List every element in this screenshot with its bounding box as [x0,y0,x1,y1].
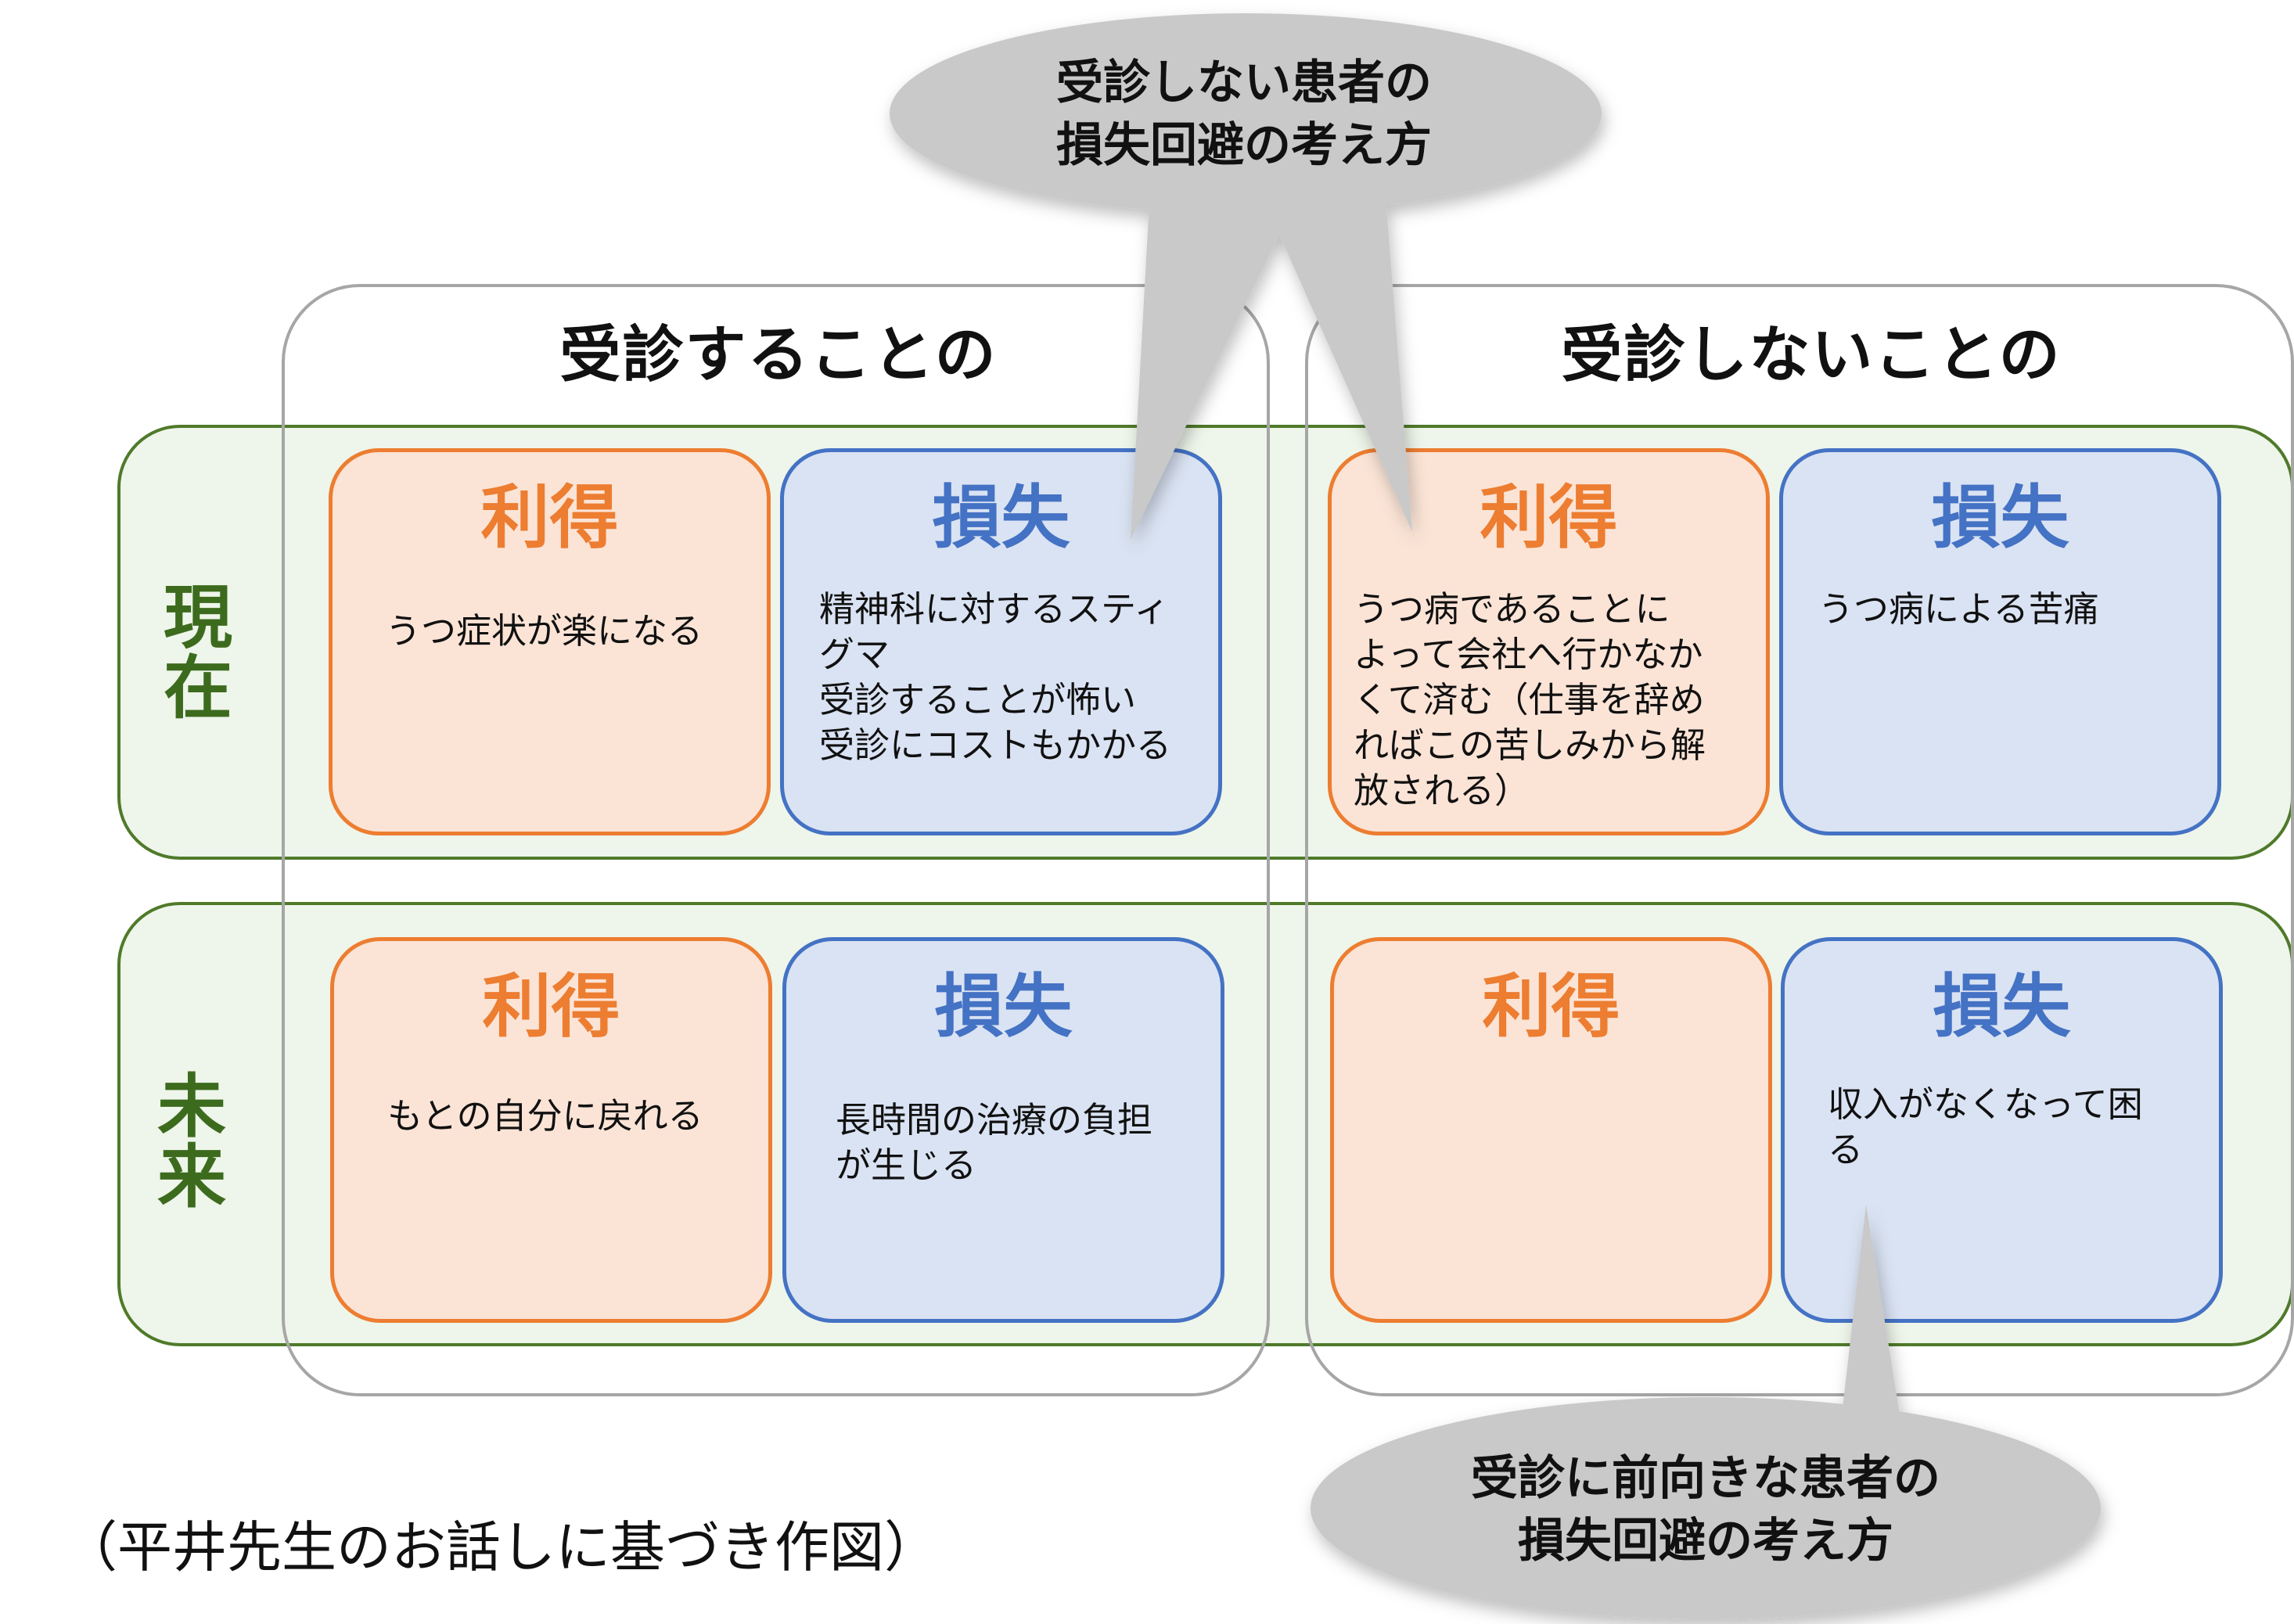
card-text: 精神科に対するスティ グマ 受診することが怖い 受診にコストもかかる [819,588,1172,766]
card-text: うつ病であることに よって会社へ行かなか くて済む（仕事を辞め ればこの苦しみか… [1354,588,1706,811]
card-heading: 損失 [934,966,1073,1047]
card-future-no-visit-benefit: 利得 [1330,937,1772,1323]
row-label-future: 未 来 [156,1066,226,1217]
card-heading: 利得 [480,477,619,558]
card-heading: 損失 [1931,477,2069,558]
column-title-no-visit: 受診しないことの [1561,320,2062,390]
card-text: 収入がなくなって困 る [1828,1083,2143,1170]
column-group-visit [282,284,1270,1396]
card-heading: 損失 [1933,966,2071,1047]
card-text: うつ病による苦痛 [1818,588,2099,630]
card-text: うつ症状が楽になる [386,610,703,652]
card-text: もとの自分に戻れる [387,1095,703,1137]
card-heading: 損失 [932,477,1070,558]
card-future-visit-benefit: 利得 もとの自分に戻れる [330,937,772,1323]
source-note: （平井先生のお話しに基づき作図） [63,1515,939,1579]
card-heading: 利得 [1482,966,1620,1047]
card-present-no-visit-loss: 損失 うつ病による苦痛 [1779,448,2221,835]
callout-top-text: 受診しない患者の 損失回避の考え方 [1056,56,1432,173]
row-label-present: 現 在 [163,577,232,728]
card-present-visit-benefit: 利得 うつ症状が楽になる [329,448,771,835]
column-title-visit: 受診することの [559,320,998,390]
card-present-no-visit-benefit: 利得 うつ病であることに よって会社へ行かなか くて済む（仕事を辞め ればこの苦… [1328,448,1770,835]
callout-bottom-text: 受診に前向きな患者の 損失回避の考え方 [1471,1451,1940,1568]
card-future-visit-loss: 損失 長時間の治療の負担 が生じる [782,937,1224,1323]
card-heading: 利得 [482,966,620,1047]
card-future-no-visit-loss: 損失 収入がなくなって困 る [1781,937,2223,1323]
card-text: 長時間の治療の負担 が生じる [836,1099,1153,1186]
card-present-visit-loss: 損失 精神科に対するスティ グマ 受診することが怖い 受診にコストもかかる [780,448,1222,835]
card-heading: 利得 [1480,477,1618,558]
